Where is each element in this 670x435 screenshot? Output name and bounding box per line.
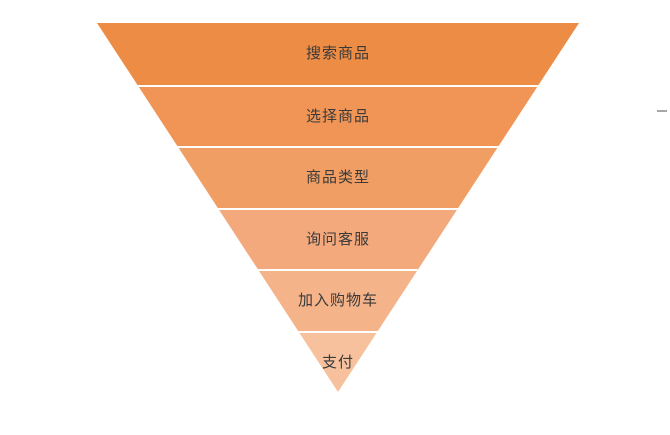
- funnel-stage-select-label: 选择商品: [305, 106, 370, 125]
- funnel-stage-pay[interactable]: 支付: [97, 330, 579, 392]
- funnel-stage-pay-label: 支付: [321, 352, 354, 371]
- funnel-stage-ask-service[interactable]: 询问客服: [97, 207, 579, 269]
- funnel-stage-add-to-cart[interactable]: 加入购物车: [97, 269, 579, 331]
- inverted-pyramid-funnel: 搜索商品 选择商品 商品类型 询问客服 加入购物车 支付: [97, 23, 579, 392]
- funnel-stage-product-type[interactable]: 商品类型: [97, 146, 579, 208]
- funnel-stage-product-type-label: 商品类型: [305, 168, 370, 187]
- funnel-stage-add-to-cart-label: 加入购物车: [297, 291, 378, 310]
- funnel-stage-search-label: 搜索商品: [305, 44, 370, 63]
- funnel-stage-search[interactable]: 搜索商品: [97, 23, 579, 85]
- right-edge-dash: [657, 110, 667, 112]
- funnel-stage-select[interactable]: 选择商品: [97, 84, 579, 146]
- funnel-stage-ask-service-label: 询问客服: [305, 229, 370, 248]
